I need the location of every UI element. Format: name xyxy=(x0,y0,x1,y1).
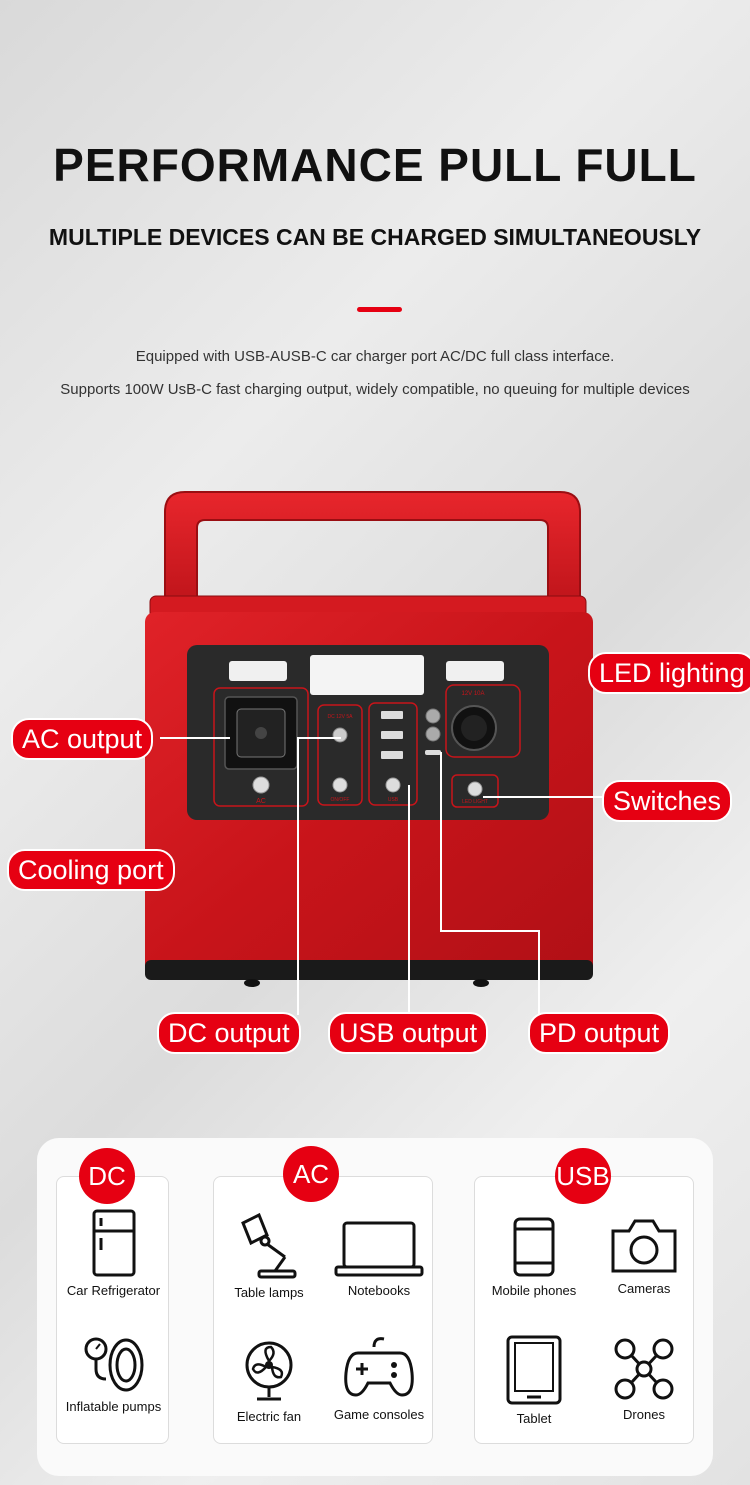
device-label: Mobile phones xyxy=(491,1283,577,1298)
callout-cooling-port: Cooling port xyxy=(7,849,175,891)
accent-divider xyxy=(357,307,402,312)
phone-icon xyxy=(513,1217,555,1277)
device-label: Electric fan xyxy=(236,1409,302,1424)
device-table-lamp: Table lamps xyxy=(214,1213,324,1300)
device-camera: Cameras xyxy=(585,1217,703,1296)
pump-icon xyxy=(84,1337,143,1392)
car-port-label: 12V 10A xyxy=(461,691,484,697)
compatible-devices-panel: Car Refrigerator Inflatable pumps DC T xyxy=(37,1138,713,1476)
device-label: Car Refrigerator xyxy=(66,1283,161,1298)
ac-device-group: Table lamps Notebooks Electric fan xyxy=(213,1176,433,1444)
lamp-icon xyxy=(241,1213,297,1279)
gamepad-icon xyxy=(344,1337,414,1397)
description-line-2: Supports 100W UsB-C fast charging output… xyxy=(60,381,690,398)
callout-usb-output: USB output xyxy=(328,1012,489,1054)
power-station-illustration: AC DC 12V 5A ON/OFF USB 12V 10A LED LIGH… xyxy=(7,491,750,1054)
callout-led-lighting: LED lighting xyxy=(588,652,750,694)
usb-badge: USB xyxy=(555,1148,611,1204)
fridge-icon xyxy=(92,1209,135,1277)
usb-section-label: USB xyxy=(388,797,399,803)
ac-badge: AC xyxy=(283,1146,339,1202)
led-light-right xyxy=(446,661,504,681)
device-notebook: Notebooks xyxy=(324,1221,434,1298)
device-tablet: Tablet xyxy=(475,1335,593,1426)
device-label: Tablet xyxy=(516,1411,552,1426)
device-electric-fan: Electric fan xyxy=(214,1339,324,1424)
on-off-label: ON/OFF xyxy=(331,797,350,803)
device-label: Notebooks xyxy=(347,1283,411,1298)
dc-port-label: DC 12V 5A xyxy=(327,714,353,720)
device-mobile-phone: Mobile phones xyxy=(475,1217,593,1298)
carry-handle xyxy=(164,491,581,601)
callout-dc-output: DC output xyxy=(157,1012,301,1054)
led-light-label: LED LIGHT xyxy=(462,799,488,805)
callout-ac-output: AC output xyxy=(11,718,154,760)
callout-pd-output: PD output xyxy=(528,1012,671,1054)
dc-device-group: Car Refrigerator Inflatable pumps xyxy=(56,1176,169,1444)
power-station-graphic: AC DC 12V 5A ON/OFF USB 12V 10A LED LIGH… xyxy=(145,491,593,987)
device-label: Game consoles xyxy=(333,1407,425,1422)
tablet-icon xyxy=(506,1335,562,1405)
description-line-1: Equipped with USB-AUSB-C car charger por… xyxy=(135,348,615,365)
ac-section-label: AC xyxy=(256,798,266,805)
camera-icon xyxy=(611,1219,677,1273)
device-label: Drones xyxy=(623,1407,665,1422)
device-label: Inflatable pumps xyxy=(65,1399,162,1414)
fan-icon xyxy=(245,1341,293,1401)
drone-icon xyxy=(614,1338,674,1400)
led-light-left xyxy=(229,661,287,681)
device-label: Cameras xyxy=(617,1281,671,1296)
lcd-display xyxy=(310,655,424,695)
laptop-icon xyxy=(334,1221,424,1277)
device-label: Table lamps xyxy=(234,1285,304,1300)
device-drone: Drones xyxy=(585,1337,703,1422)
device-car-refrigerator: Car Refrigerator xyxy=(57,1209,170,1298)
device-inflatable-pump: Inflatable pumps xyxy=(57,1335,170,1414)
callout-switches: Switches xyxy=(602,780,733,822)
usb-device-group: Mobile phones Cameras Tablet xyxy=(474,1176,694,1444)
device-game-console: Game consoles xyxy=(324,1333,434,1422)
page-subtitle: MULTIPLE DEVICES CAN BE CHARGED SIMULTAN… xyxy=(48,224,702,250)
dc-badge: DC xyxy=(79,1148,135,1204)
page-title: PERFORMANCE PULL FULL xyxy=(53,139,697,191)
